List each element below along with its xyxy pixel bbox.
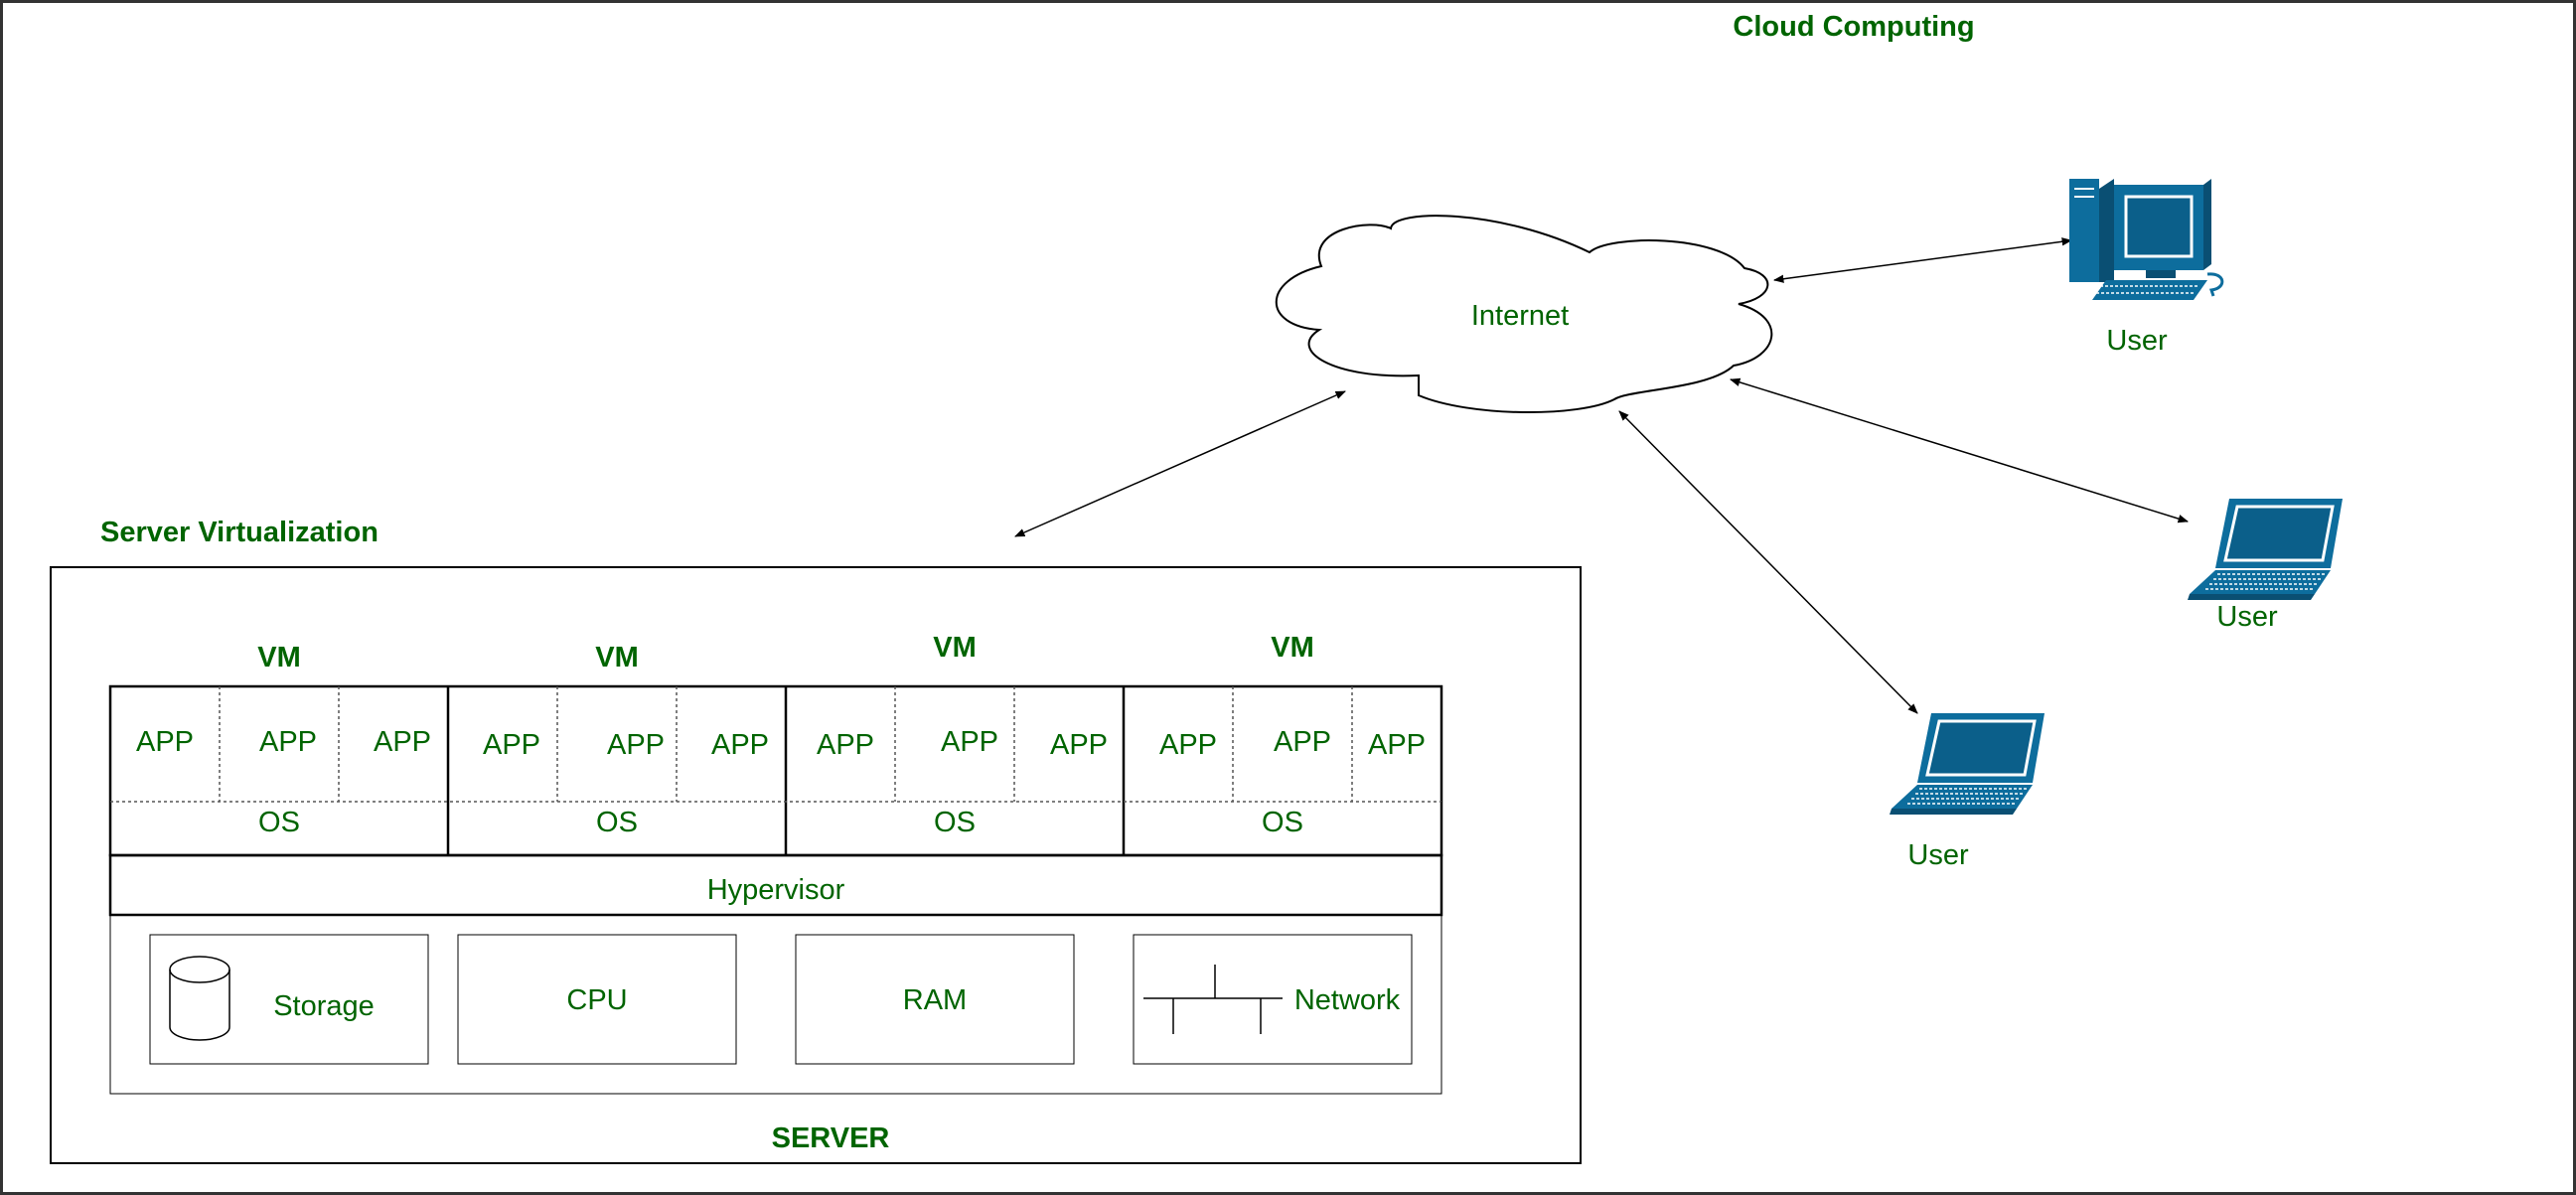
ram-box: [795, 934, 1075, 1065]
user-label-desktop: User: [2106, 325, 2168, 357]
vm-stack: [108, 684, 1443, 857]
app-label: APP: [136, 726, 194, 758]
app-label: APP: [483, 729, 540, 761]
diagram-title: Cloud Computing: [1733, 11, 1974, 43]
desktop-computer-icon: [2069, 179, 2224, 300]
vm-label: VM: [1271, 632, 1314, 664]
app-label: APP: [817, 729, 874, 761]
vm-label: VM: [595, 642, 639, 673]
app-label: APP: [941, 726, 998, 758]
arrow-internet-laptop-user-bottom: [1618, 410, 1918, 714]
os-label: OS: [934, 807, 976, 838]
server-virtualization-title: Server Virtualization: [100, 517, 379, 548]
hypervisor-label: Hypervisor: [707, 874, 845, 906]
vm-label: VM: [257, 642, 301, 673]
network-bus-icon: [1143, 965, 1283, 1034]
arrow-internet-laptop-user-right: [1729, 377, 2190, 523]
laptop-icon: [2186, 497, 2345, 602]
cpu-label: CPU: [566, 984, 627, 1016]
laptop-icon: [1888, 711, 2046, 817]
arrow-internet-server: [1014, 390, 1346, 537]
storage-box: [149, 934, 429, 1065]
cylinder-storage-icon: [169, 956, 230, 1041]
vm-label: VM: [933, 632, 977, 664]
app-label: APP: [1050, 729, 1108, 761]
user-label-laptop-bottom: User: [1907, 839, 1969, 871]
app-label: APP: [374, 726, 431, 758]
internet-cloud: [1275, 215, 1773, 414]
app-label: APP: [1274, 726, 1331, 758]
app-label: APP: [607, 729, 665, 761]
cpu-box: [457, 934, 737, 1065]
ram-label: RAM: [903, 984, 967, 1016]
storage-label: Storage: [273, 990, 375, 1022]
app-label: APP: [259, 726, 317, 758]
server-label: SERVER: [772, 1122, 890, 1154]
arrow-internet-desktop-user: [1772, 237, 2073, 283]
os-label: OS: [1262, 807, 1303, 838]
app-label: APP: [1159, 729, 1217, 761]
os-label: OS: [258, 807, 300, 838]
user-label-laptop-right: User: [2216, 601, 2278, 633]
app-label: APP: [1368, 729, 1426, 761]
network-box: [1133, 934, 1413, 1065]
network-label: Network: [1294, 984, 1401, 1016]
app-label: APP: [711, 729, 769, 761]
hardware-layer: [109, 914, 1442, 1095]
internet-label: Internet: [1471, 300, 1569, 332]
os-label: OS: [596, 807, 638, 838]
server-virtualization-frame: [50, 566, 1582, 1164]
